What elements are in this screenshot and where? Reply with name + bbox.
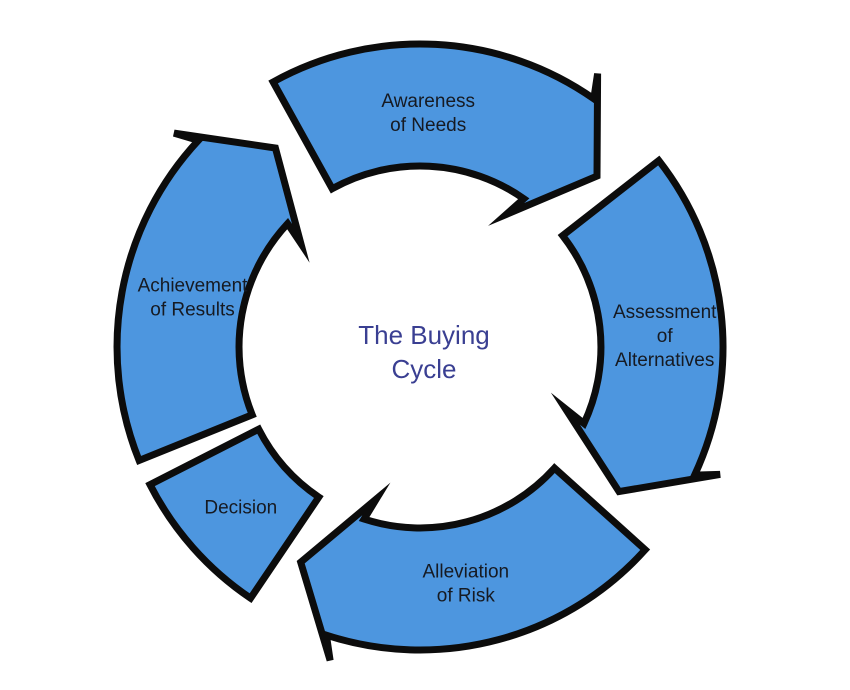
arrow-assessment-of-alternatives [550, 155, 727, 496]
arrow-ring [113, 40, 727, 662]
center-title: The Buying Cycle [358, 320, 490, 384]
center-title-line2: Cycle [391, 354, 456, 384]
center-title-line1: The Buying [358, 320, 490, 350]
arrow-awareness-of-needs [268, 40, 602, 226]
arrow-decision [145, 424, 324, 604]
segment-label-decision: Decision [204, 498, 277, 519]
arrow-achievement-of-results [113, 129, 310, 466]
arrow-alleviation-of-risk [296, 463, 651, 662]
